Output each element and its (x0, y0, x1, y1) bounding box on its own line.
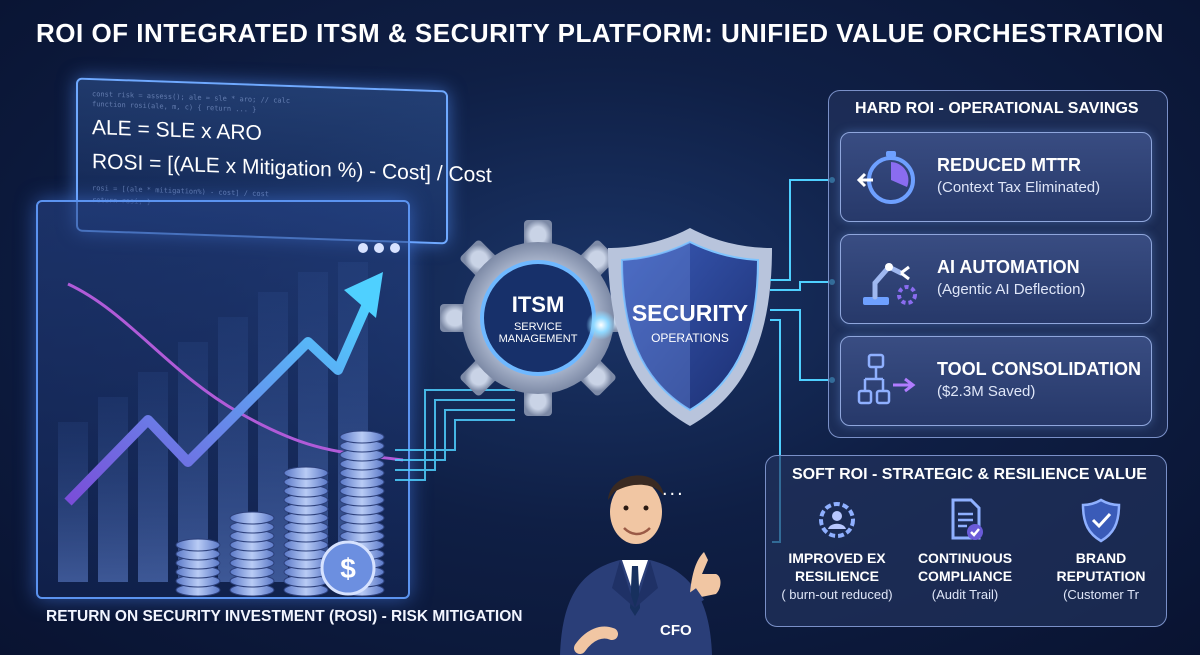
shield-check-icon (1081, 498, 1121, 543)
security-title: SECURITY (631, 300, 749, 326)
coin-stacks: $ (175, 430, 385, 597)
coin (175, 538, 221, 552)
rosi-chart-panel (36, 200, 410, 599)
soft-roi-item-compliance: CONTINUOUS COMPLIANCE (Audit Trail) (902, 496, 1028, 602)
soft-roi-heading: SOFT ROI - STRATEGIC & RESILIENCE VALUE (792, 466, 1147, 483)
soft-roi-item-title-2: COMPLIANCE (917, 568, 1013, 584)
hard-roi-item-mttr: REDUCED MTTR (Context Tax Eliminated) (840, 132, 1152, 222)
soft-roi-item-title-1: IMPROVED EX (788, 550, 886, 566)
itsm-gear-icon (440, 220, 636, 416)
window-dot (390, 243, 400, 253)
soft-roi-item-subtitle: (Audit Trail) (931, 587, 999, 602)
gear-person-icon (819, 502, 855, 538)
soft-roi-item-ex-resilience: IMPROVED EX RESILIENCE ( burn-out reduce… (774, 496, 900, 602)
window-dot (358, 243, 368, 253)
itsm-subtitle-1: SERVICE (513, 321, 563, 333)
dollar-coin-icon (320, 540, 376, 596)
coin (229, 511, 275, 525)
hard-roi-heading: HARD ROI - OPERATIONAL SAVINGS (855, 100, 1139, 117)
speech-dots: ... (662, 478, 685, 500)
hard-roi-item-title: TOOL CONSOLIDATION (937, 359, 1142, 379)
soft-roi-item-subtitle: ( burn-out reduced) (781, 587, 893, 602)
page-title: ROI OF INTEGRATED ITSM & SECURITY PLATFO… (36, 18, 1164, 48)
security-subtitle: OPERATIONS (651, 331, 729, 345)
hard-roi-item-tool-consolidation: TOOL CONSOLIDATION ($2.3M Saved) (840, 336, 1152, 426)
growth-arrow-head (344, 272, 383, 318)
soft-roi-item-title-2: REPUTATION (1056, 568, 1146, 584)
dollar-sign: $ (340, 553, 356, 584)
circuit-lines (395, 389, 515, 481)
robot-arm-icon (863, 263, 917, 305)
coin (339, 430, 385, 444)
window-dot (374, 243, 384, 253)
soft-roi-item-title-1: BRAND (1075, 550, 1127, 566)
flowchart-icon (857, 353, 916, 405)
hard-roi-item-title: REDUCED MTTR (937, 155, 1081, 175)
security-label-group: SECURITY OPERATIONS (620, 300, 760, 345)
link-glow (586, 310, 616, 340)
cfo-figure (560, 475, 721, 655)
document-check-icon (951, 498, 983, 540)
soft-roi-item-title-2: RESILIENCE (794, 568, 879, 584)
soft-roi-item-title-1: CONTINUOUS (917, 550, 1013, 566)
hard-roi-item-ai-automation: AI AUTOMATION (Agentic AI Deflection) (840, 234, 1152, 324)
stopwatch-icon (856, 151, 915, 204)
soft-roi-item-brand: BRAND REPUTATION (Customer Tr (1038, 496, 1164, 602)
cfo-label: CFO (660, 622, 692, 639)
coin (283, 466, 329, 480)
itsm-title: ITSM (511, 292, 565, 317)
rosi-caption: RETURN ON SECURITY INVESTMENT (ROSI) - R… (46, 608, 523, 625)
chart-bars (58, 262, 368, 582)
ale-formula: ALE = SLE x ARO (92, 116, 262, 145)
hard-roi-item-subtitle: (Context Tax Eliminated) (937, 179, 1101, 196)
rosi-formula: ROSI = [(ALE x Mitigation %) - Cost] / C… (92, 150, 492, 188)
soft-roi-panel: SOFT ROI - STRATEGIC & RESILIENCE VALUE … (765, 455, 1167, 627)
hard-roi-item-subtitle: ($2.3M Saved) (937, 383, 1036, 400)
rosi-chart-graphic (58, 243, 404, 582)
growth-arrow (64, 299, 373, 506)
security-shield-icon (608, 228, 772, 426)
hard-roi-item-title: AI AUTOMATION (937, 257, 1080, 277)
hard-roi-item-subtitle: (Agentic AI Deflection) (937, 281, 1086, 298)
itsm-subtitle-2: MANAGEMENT (498, 333, 578, 345)
itsm-label-group: ITSM SERVICE MANAGEMENT (488, 292, 588, 345)
soft-roi-item-subtitle: (Customer Tr (1063, 587, 1139, 602)
